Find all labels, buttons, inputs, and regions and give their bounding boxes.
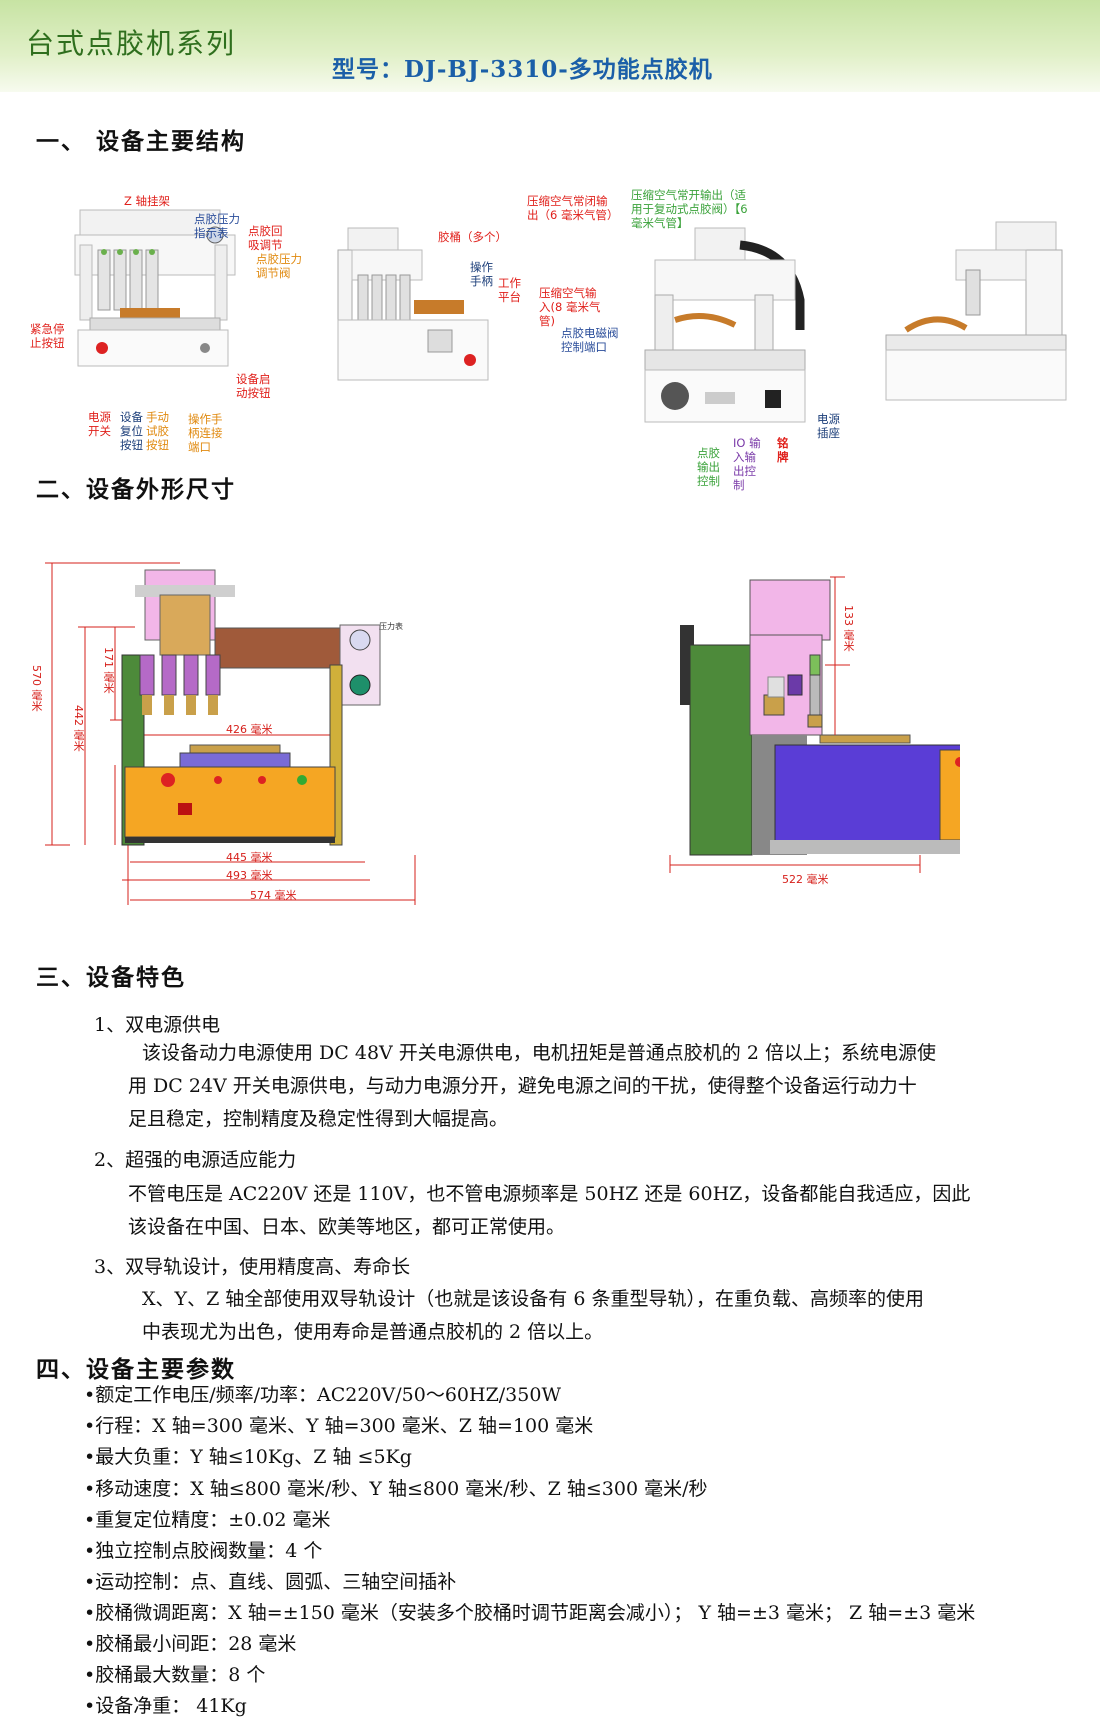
dim-width-493: 493 毫米: [226, 869, 273, 882]
label-io-control: IO 输 入输 出控 制: [733, 436, 761, 492]
feature-1-title: 1、双电源供电: [94, 1014, 221, 1036]
label-estop: 紧急停 止按钮: [30, 322, 65, 350]
machine-angle-illustration: [337, 227, 489, 381]
feature-2-line-1: 不管电压是 AC220V 还是 110V，也不管电源频率是 50HZ 还是 60…: [128, 1183, 971, 1205]
label-pressure-gauge: 点胶压力 指示表: [194, 212, 240, 240]
label-air-in: 压缩空气输 入(8 毫米气 管): [539, 286, 601, 328]
param-min-spacing: •胶桶最小间距：28 毫米: [84, 1633, 297, 1655]
dim-height-171: 171 毫米: [102, 647, 115, 694]
dim-height-133: 133 毫米: [842, 605, 855, 652]
label-handle: 操作 手柄: [470, 260, 493, 288]
section-dimensions-heading: 二、设备外形尺寸: [36, 477, 236, 503]
photo-rear-view: 压缩空气常闭输 出（6 毫米气管） 压缩空气常开输出（适 用于复动式点胶阀）【6…: [525, 188, 870, 500]
param-speed: •移动速度：X 轴≤800 毫米/秒、Y 轴≤800 毫米/秒、Z 轴≤300 …: [84, 1478, 708, 1500]
machine-side-illustration: [885, 221, 1067, 401]
param-fine-adjust: •胶桶微调距离：X 轴=±150 毫米（安装多个胶桶时调节距离会减小）； Y 轴…: [84, 1602, 976, 1624]
feature-1-line-3: 足且稳定，控制精度及稳定性得到大幅提高。: [128, 1108, 509, 1130]
feature-1-line-2: 用 DC 24V 开关电源供电，与动力电源分开，避免电源之间的干扰，使得整个设备…: [128, 1075, 917, 1097]
label-start-button: 设备启 动按钮: [236, 372, 271, 400]
side-dimension-illustration: [669, 576, 976, 873]
label-platform: 工作 平台: [498, 276, 521, 304]
feature-3-title: 3、双导轨设计，使用精度高、寿命长: [94, 1256, 411, 1278]
label-suckback: 点胶回 吸调节: [248, 224, 283, 252]
machine-rear-illustration: [644, 227, 806, 423]
label-barrel: 胶桶（多个）: [438, 230, 507, 244]
label-manual-test: 手动 试胶 按钮: [146, 410, 169, 452]
dimension-drawing-front: 570 毫米 442 毫米 171 毫米 426 毫米 445 毫米 493 毫…: [30, 555, 430, 915]
param-repeat-accuracy: •重复定位精度：±0.02 毫米: [84, 1509, 331, 1531]
series-title: 台式点胶机系列: [26, 27, 237, 60]
dim-width-445: 445 毫米: [226, 851, 273, 864]
gauge-label: 压力表: [379, 622, 403, 631]
feature-3-line-1: X、Y、Z 轴全部使用双导轨设计（也就是该设备有 6 条重型导轨），在重负载、高…: [142, 1288, 924, 1310]
dim-height-570: 570 毫米: [30, 665, 43, 712]
param-travel: •行程：X 轴=300 毫米、Y 轴=300 毫米、Z 轴=100 毫米: [84, 1415, 594, 1437]
param-max-barrels: •胶桶最大数量：8 个: [84, 1664, 266, 1686]
model-title: 型号：DJ-BJ-3310-多功能点胶机: [332, 56, 713, 83]
label-z-mount: Z 轴挂架: [124, 194, 171, 208]
dim-height-442: 442 毫米: [72, 705, 85, 752]
param-motion-control: •运动控制：点、直线、圆弧、三轴空间插补: [84, 1571, 457, 1593]
dimension-drawing-side: 133 毫米 522 毫米: [660, 575, 976, 895]
dim-width-574: 574 毫米: [250, 889, 297, 902]
label-pressure-valve: 点胶压力 调节阀: [256, 252, 302, 280]
dim-width-426: 426 毫米: [226, 723, 273, 736]
section-structure-heading: 一、 设备主要结构: [36, 129, 247, 155]
feature-2-title: 2、超强的电源适应能力: [94, 1149, 297, 1171]
dim-width-522: 522 毫米: [782, 873, 829, 886]
param-valve-count: •独立控制点胶阀数量：4 个: [84, 1540, 323, 1562]
front-dimension-illustration: [45, 562, 416, 905]
page-header: 台式点胶机系列 型号：DJ-BJ-3310-多功能点胶机: [0, 0, 1100, 92]
section-features-heading: 三、设备特色: [36, 965, 186, 991]
param-max-load: •最大负重：Y 轴≤10Kg、Z 轴 ≤5Kg: [84, 1446, 412, 1468]
label-solenoid-port: 点胶电磁阀 控制端口: [561, 326, 619, 354]
label-handle-port: 操作手 柄连接 端口: [188, 412, 223, 454]
label-power-socket: 电源 插座: [817, 412, 840, 440]
param-voltage: •额定工作电压/频率/功率：AC220V/50～60HZ/350W: [84, 1384, 561, 1406]
label-dispense-output: 点胶 输出 控制: [697, 446, 720, 488]
section-params-heading: 四、设备主要参数: [36, 1357, 236, 1383]
label-air-no-out: 压缩空气常开输出（适 用于复动式点胶阀）【6 毫米气管】: [631, 188, 748, 230]
param-net-weight: •设备净重： 41Kg: [84, 1695, 247, 1717]
feature-3-line-2: 中表现尤为出色，使用寿命是普通点胶机的 2 倍以上。: [142, 1321, 604, 1343]
label-reset-button: 设备 复位 按钮: [120, 410, 143, 452]
feature-1-line-1: 该设备动力电源使用 DC 48V 开关电源供电，电机扭矩是普通点胶机的 2 倍以…: [142, 1042, 936, 1064]
label-power-switch: 电源 开关: [88, 410, 111, 438]
machine-front-illustration: [74, 209, 236, 367]
photo-front-view: Z 轴挂架 点胶压力 指示表 点胶回 吸调节 点胶压力 调节阀 紧急停 止按钮 …: [0, 190, 302, 454]
label-nameplate: 铭 牌: [777, 436, 789, 464]
photo-angle-view: 胶桶（多个） 操作 手柄 工作 平台: [318, 210, 528, 400]
feature-2-line-2: 该设备在中国、日本、欧美等地区，都可正常使用。: [128, 1216, 566, 1238]
label-air-nc-out: 压缩空气常闭输 出（6 毫米气管）: [527, 194, 619, 222]
photo-side-view: [876, 210, 1096, 410]
